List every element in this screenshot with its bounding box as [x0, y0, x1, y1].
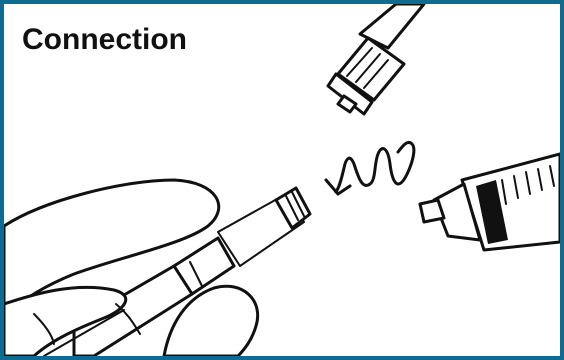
luer-cap-icon [328, 4, 424, 114]
syringe-icon [420, 154, 560, 250]
squiggle-arrow-icon [326, 142, 414, 194]
hand-holding-catheter-icon [4, 180, 310, 356]
panel-title: Connection [22, 22, 187, 58]
